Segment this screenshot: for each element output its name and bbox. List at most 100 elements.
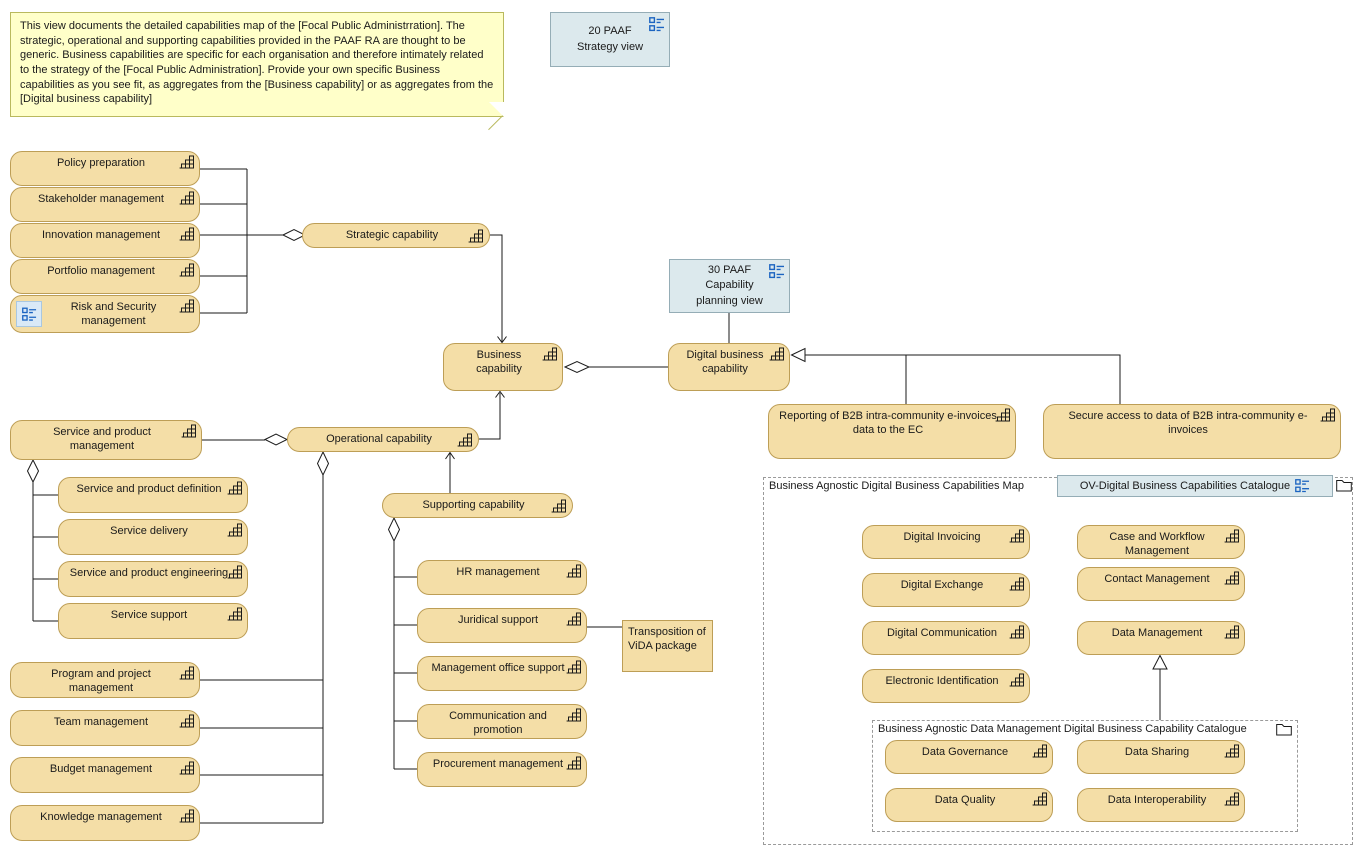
capability-icon [179, 761, 194, 775]
capability-icon [995, 408, 1010, 422]
capability-icon [179, 299, 194, 313]
capability-reporting-b2b-einvoices[interactable]: Reporting of B2B intra-community e-invoi… [768, 404, 1016, 459]
capability-icon [179, 227, 194, 241]
capability-knowledge-management[interactable]: Knowledge management [10, 805, 200, 841]
capability-juridical-support[interactable]: Juridical support [417, 608, 587, 643]
capability-communication-promotion[interactable]: Communication and promotion [417, 704, 587, 739]
capability-service-product-management[interactable]: Service and product management [10, 420, 202, 460]
capability-management-office-support[interactable]: Management office support [417, 656, 587, 691]
capability-portfolio-management[interactable]: Portfolio management [10, 259, 200, 294]
capability-service-product-engineering[interactable]: Service and product engineering [58, 561, 248, 597]
group-title: Business Agnostic Digital Business Capab… [769, 480, 1024, 492]
capability-service-support[interactable]: Service support [58, 603, 248, 639]
view-diagram-icon [649, 17, 665, 32]
capability-label: Program and project management [51, 668, 151, 694]
capability-label: Reporting of B2B intra-community e-invoi… [779, 410, 997, 436]
note-text: This view documents the detailed capabil… [20, 20, 494, 106]
capability-label: Case and Workflow Management [1109, 531, 1205, 557]
capability-label: Operational capability [326, 432, 432, 445]
capability-digital-business[interactable]: Digital business capability [668, 343, 790, 391]
capability-budget-management[interactable]: Budget management [10, 757, 200, 793]
capability-digital-communication[interactable]: Digital Communication [862, 621, 1030, 655]
capability-icon [1224, 625, 1239, 639]
capability-electronic-identification[interactable]: Electronic Identification [862, 669, 1030, 703]
capability-icon [227, 565, 242, 579]
capability-label: Service delivery [110, 525, 188, 537]
view-ref-label: 20 PAAF Strategy view [576, 25, 644, 53]
capability-business[interactable]: Business capability [443, 343, 563, 391]
view-ref-strategy[interactable]: 20 PAAF Strategy view [550, 12, 670, 67]
capability-label: Service support [110, 609, 188, 621]
documentation-note[interactable]: This view documents the detailed capabil… [10, 12, 504, 117]
view-reference-button[interactable] [16, 301, 42, 327]
capability-digital-exchange[interactable]: Digital Exchange [862, 573, 1030, 607]
capability-supporting[interactable]: Supporting capability [382, 493, 573, 518]
capability-data-management[interactable]: Data Management [1077, 621, 1245, 655]
capability-icon [227, 481, 242, 495]
capability-label: Service and product engineering [69, 567, 229, 579]
capability-label: HR management [456, 566, 540, 578]
folder-icon [1276, 724, 1292, 736]
capability-label: Secure access to data of B2B intra-commu… [1068, 410, 1308, 436]
capability-risk-security-management[interactable]: Risk and Security management [10, 295, 200, 333]
capability-icon [1009, 625, 1024, 639]
capability-contact-management[interactable]: Contact Management [1077, 567, 1245, 601]
capability-icon [1224, 529, 1239, 543]
capability-strategic[interactable]: Strategic capability [302, 223, 490, 248]
capability-icon [566, 564, 581, 578]
capability-label: Team management [53, 716, 149, 728]
capability-data-governance[interactable]: Data Governance [885, 740, 1053, 774]
capability-label: Data Governance [921, 746, 1009, 758]
capability-digital-invoicing[interactable]: Digital Invoicing [862, 525, 1030, 559]
capability-data-quality[interactable]: Data Quality [885, 788, 1053, 822]
capability-label: Data Quality [934, 794, 996, 806]
capability-case-workflow-management[interactable]: Case and Workflow Management [1077, 525, 1245, 559]
capability-label: Data Management [1111, 627, 1203, 639]
capability-label: Supporting capability [422, 498, 525, 511]
view-ref-capabilities-catalogue[interactable]: OV-Digital Business Capabilities Catalog… [1057, 475, 1333, 497]
capability-icon [179, 666, 194, 680]
capability-team-management[interactable]: Team management [10, 710, 200, 746]
capability-label: Juridical support [457, 614, 539, 626]
capability-label: Portfolio management [47, 265, 155, 277]
capability-operational[interactable]: Operational capability [287, 427, 479, 452]
view-diagram-icon [1295, 479, 1310, 493]
capability-icon [1009, 673, 1024, 687]
capability-data-interoperability[interactable]: Data Interoperability [1077, 788, 1245, 822]
capability-innovation-management[interactable]: Innovation management [10, 223, 200, 258]
capability-service-delivery[interactable]: Service delivery [58, 519, 248, 555]
vida-package-annotation[interactable]: Transposition of ViDA package [622, 620, 713, 672]
capability-label: Strategic capability [345, 228, 439, 241]
capability-icon [542, 347, 557, 361]
capability-label: Digital Exchange [900, 579, 984, 591]
line-operational-to-business [479, 390, 505, 440]
view-ref-label: OV-Digital Business Capabilities Catalog… [1079, 480, 1291, 492]
capability-policy-preparation[interactable]: Policy preparation [10, 151, 200, 186]
capability-icon [1320, 408, 1335, 422]
capability-secure-access-b2b-einvoices[interactable]: Secure access to data of B2B intra-commu… [1043, 404, 1341, 459]
view-ref-capability-planning[interactable]: 30 PAAF Capability planning view [669, 259, 790, 313]
capability-label: Data Interoperability [1107, 794, 1207, 806]
capability-icon [1224, 744, 1239, 758]
capability-icon [181, 424, 196, 438]
capability-program-project-management[interactable]: Program and project management [10, 662, 200, 698]
capability-icon [1009, 529, 1024, 543]
capability-icon [457, 433, 472, 446]
capability-procurement-management[interactable]: Procurement management [417, 752, 587, 787]
capability-label: Stakeholder management [38, 193, 164, 205]
capability-stakeholder-management[interactable]: Stakeholder management [10, 187, 200, 222]
capability-label: Digital business capability [686, 349, 764, 375]
aggregation-business-digital [563, 360, 668, 374]
capability-label: Service and product management [53, 426, 151, 452]
capability-label: Knowledge management [40, 811, 162, 823]
capability-icon [227, 523, 242, 537]
capability-icon [1224, 792, 1239, 806]
capability-icon [1032, 744, 1047, 758]
capability-data-sharing[interactable]: Data Sharing [1077, 740, 1245, 774]
capability-service-product-definition[interactable]: Service and product definition [58, 477, 248, 513]
capability-icon [179, 263, 194, 277]
line-strategic-to-business [490, 234, 507, 344]
capability-hr-management[interactable]: HR management [417, 560, 587, 595]
capability-label: Communication and promotion [449, 710, 547, 736]
